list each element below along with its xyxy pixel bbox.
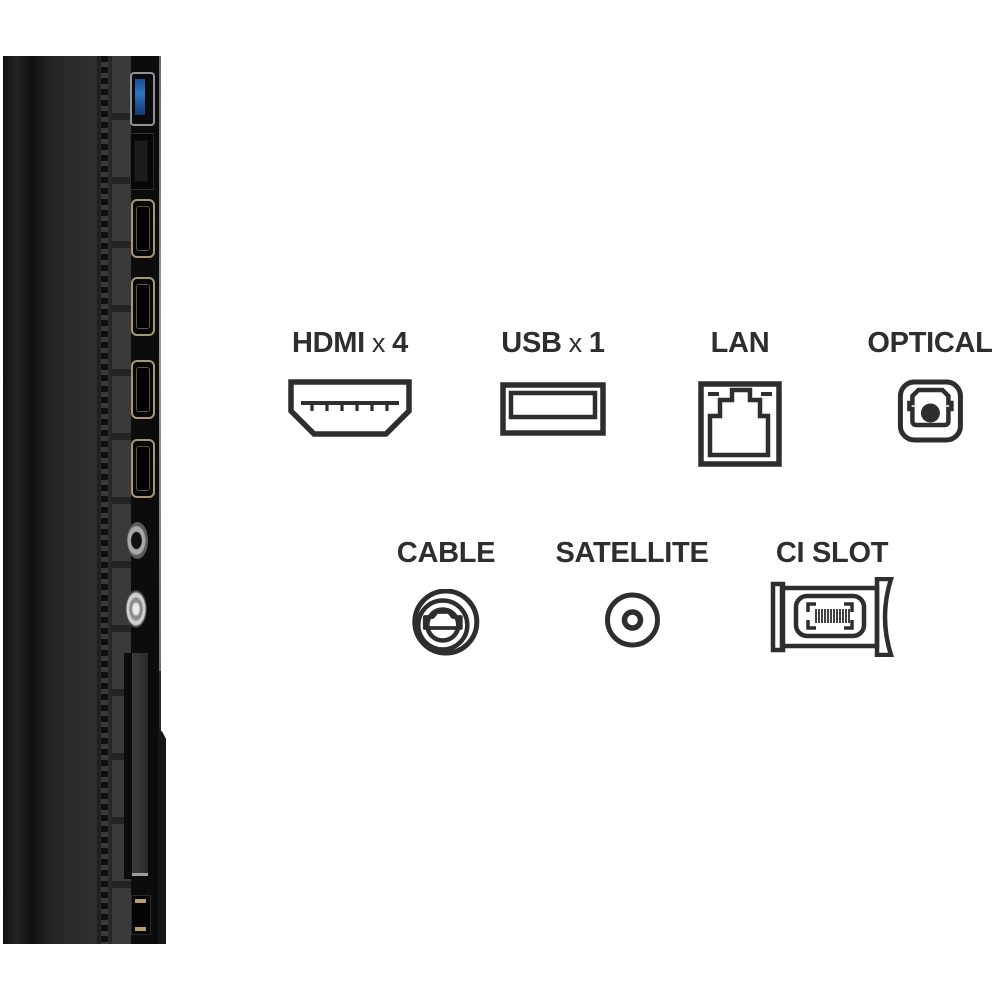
lan-port [130, 133, 154, 190]
usb-3.0-port [130, 72, 155, 126]
hdmi-port-inner [136, 367, 150, 412]
hdmi-port-3 [131, 360, 155, 419]
hdmi-port-inner [136, 284, 150, 329]
legend-ci-slot: CI SLOT [770, 539, 894, 657]
legend-optical: OPTICAL [867, 327, 993, 443]
lan-rj45-icon [698, 381, 782, 467]
gold-pin [135, 927, 146, 931]
legend-optical-label: OPTICAL [867, 327, 993, 359]
ci-module-icon [770, 577, 894, 657]
hdmi-connector-icon [288, 379, 412, 437]
ci-slot-highlight [132, 873, 148, 876]
optical-toslink-icon [897, 379, 963, 443]
legend-lan-label: LAN [710, 327, 770, 359]
hdmi-port-inner [136, 206, 150, 251]
lan-port-inner [134, 140, 148, 182]
cable-coax-icon [412, 589, 480, 656]
gold-pin [135, 899, 146, 903]
tv-side-panel [3, 56, 161, 944]
satellite-f-connector-icon [604, 592, 660, 648]
usb-connector-icon [500, 382, 606, 436]
hdmi-port-2 [131, 277, 155, 336]
legend-satellite-label: SATELLITE [555, 537, 709, 569]
legend-cable: CABLE [397, 539, 495, 659]
ci-slot [124, 653, 154, 879]
hdmi-port-1 [131, 199, 155, 258]
bezel-edge-highlight [159, 56, 161, 671]
panel-bottom-step [158, 728, 166, 944]
vent-dashes [101, 56, 108, 944]
ci-slot-bar [132, 653, 148, 873]
usb-blue-tab [135, 79, 145, 115]
vent-column [97, 56, 112, 944]
legend-satellite: SATELLITE [555, 537, 709, 648]
satellite-round-jack [125, 590, 147, 628]
av-round-jack [127, 522, 148, 559]
service-port [131, 895, 151, 935]
hdmi-port-inner [136, 446, 150, 491]
legend-lan: LAN [698, 329, 782, 467]
legend-ci-slot-label: CI SLOT [775, 537, 889, 569]
hdmi-port-4 [131, 439, 155, 498]
legend-cable-label: CABLE [396, 537, 496, 569]
